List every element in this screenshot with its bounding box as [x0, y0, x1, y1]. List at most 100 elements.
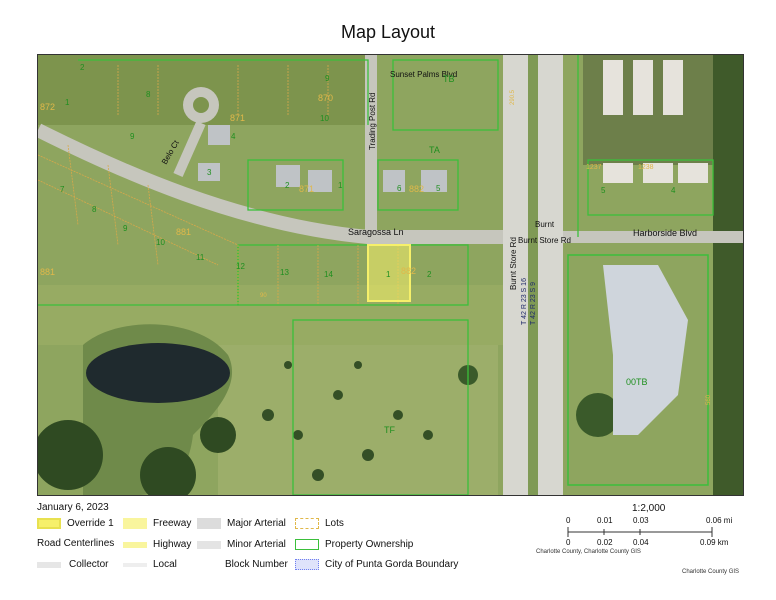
scale-km-tick: 0.04 — [633, 538, 649, 547]
commercial-building — [603, 265, 688, 435]
section-label: T 42 R 23 S 16 — [521, 278, 528, 325]
road-label-burnt-store-2: Burnt Store Rd — [518, 236, 571, 245]
legend-item-lots: Lots — [295, 518, 344, 529]
lot-number: 11 — [196, 253, 205, 262]
override-swatch — [37, 518, 61, 529]
scale-bar: 1:2,000 0 0.01 0.03 0.06 mi 0 0.02 0.04 … — [560, 500, 750, 590]
lot-number: 14 — [324, 270, 333, 279]
lot-number: 13 — [280, 268, 289, 277]
scale-mi-tick: 0.03 — [633, 516, 649, 525]
block-label: 882 — [401, 266, 416, 276]
scale-mi-tick: 0.06 mi — [706, 516, 733, 525]
property-ownership-swatch — [295, 539, 319, 550]
lake — [86, 343, 230, 403]
scale-ratio: 1:2,000 — [632, 503, 666, 514]
legend-item-collector: Collector — [37, 559, 108, 570]
block-label: TF — [384, 425, 395, 435]
lot-number: 1 — [386, 270, 391, 279]
lot-number: 7 — [60, 185, 65, 194]
map-date: January 6, 2023 — [37, 502, 109, 513]
tree-cluster — [38, 420, 103, 490]
lot-number: 3 — [207, 168, 212, 177]
tree-cluster — [200, 417, 236, 453]
block-label: 871 — [230, 113, 245, 123]
credit-text: Charlotte County GIS — [682, 569, 740, 575]
block-label: 871 — [299, 184, 314, 194]
lot-number: 5 — [436, 184, 441, 193]
dimension-label: 560 — [706, 394, 712, 405]
belo-ct-road — [173, 120, 206, 178]
minor-arterial-swatch — [197, 540, 221, 549]
legend-item-road-centerlines: Road Centerlines — [37, 538, 115, 549]
block-label: 00TB — [626, 377, 648, 387]
scale-km-tick: 0.09 km — [700, 538, 729, 547]
parcel-boundary — [567, 254, 709, 486]
local-swatch — [123, 562, 147, 567]
scale-km-tick: 0.02 — [597, 538, 613, 547]
legend-item-major-arterial: Major Arterial — [197, 518, 286, 529]
lot-number: 1 — [338, 181, 343, 190]
burnt-store-rd-road-2 — [538, 55, 563, 495]
section-label: T 42 R 23 S 9 — [530, 282, 537, 325]
lot-number: 9 — [130, 132, 135, 141]
lots-swatch — [295, 518, 319, 529]
road-label-sunset-palms: Sunset Palms Blvd — [390, 70, 457, 79]
override-parcel[interactable] — [367, 244, 411, 302]
block-label: 881 — [176, 227, 191, 237]
legend-item-city-boundary: City of Punta Gorda Boundary — [295, 559, 458, 570]
block-label: 881 — [40, 267, 55, 277]
lot-number: 6 — [397, 184, 402, 193]
legend-item-freeway: Freeway — [123, 518, 191, 529]
block-label: TA — [429, 145, 440, 155]
lot-number: 2 — [427, 270, 432, 279]
legend-item-block-number: Block Number — [225, 559, 288, 570]
lot-number: 2 — [285, 181, 290, 190]
scale-km-tick: 0 — [566, 538, 571, 547]
freeway-swatch — [123, 518, 147, 529]
legend-item-highway: Highway — [123, 539, 191, 550]
road-label-burnt-store: Burnt Store Rd — [509, 237, 518, 290]
aerial-map[interactable]: Saragossa Ln Trading Post Rd Sunset Palm… — [38, 55, 743, 495]
lot-number: 8 — [92, 205, 97, 214]
legend-item-minor-arterial: Minor Arterial — [197, 539, 286, 550]
saragossa-ln-road — [38, 123, 518, 244]
tree-cluster — [576, 393, 620, 437]
block-labels: TB TA TF 00TB 881 881 882 882 871 871 87… — [40, 74, 648, 435]
lot-number: 4 — [231, 132, 236, 141]
map-legend: Override 1 Road Centerlines Collector Fr… — [37, 518, 517, 588]
burnt-store-rd-road — [503, 55, 528, 495]
scale-bar-graphic — [567, 527, 713, 537]
legend-item-override: Override 1 — [37, 518, 114, 529]
median — [528, 55, 538, 495]
page-title: Map Layout — [340, 22, 436, 42]
legend-item-property-ownership: Property Ownership — [295, 539, 413, 550]
block-label: 872 — [40, 102, 55, 112]
dimension-label: 90 — [260, 293, 267, 299]
map-frame[interactable]: Saragossa Ln Trading Post Rd Sunset Palm… — [37, 54, 744, 496]
block-label: 882 — [409, 184, 424, 194]
road-label-trading-post: Trading Post Rd — [368, 92, 377, 150]
dimension-label: 1238 — [638, 164, 654, 171]
lot-number: 4 — [671, 186, 676, 195]
lot-number: 1 — [65, 98, 70, 107]
lot-numbers: 1 2 8 9 4 3 2 1 6 5 7 8 9 10 11 12 13 14… — [60, 63, 676, 279]
lot-number: 5 — [601, 186, 606, 195]
block-label: TB — [443, 74, 455, 84]
major-arterial-swatch — [197, 518, 221, 529]
road-label-saragossa: Saragossa Ln — [348, 227, 404, 237]
lot-number: 9 — [325, 74, 330, 83]
collector-swatch — [37, 561, 61, 568]
highway-swatch — [123, 541, 147, 548]
block-label: 870 — [318, 93, 333, 103]
lot-number: 10 — [320, 114, 329, 123]
scale-mi-tick: 0.01 — [597, 516, 613, 525]
lot-number: 8 — [146, 90, 151, 99]
lot-number: 9 — [123, 224, 128, 233]
lot-number: 2 — [80, 63, 85, 72]
dimension-label: 1237 — [586, 164, 602, 171]
dimension-label: 290.5 — [510, 89, 516, 105]
road-label-harborside: Harborside Blvd — [633, 228, 697, 238]
scale-mi-tick: 0 — [566, 516, 571, 525]
legend-item-local: Local — [123, 559, 177, 570]
scattered-trees — [262, 361, 433, 481]
